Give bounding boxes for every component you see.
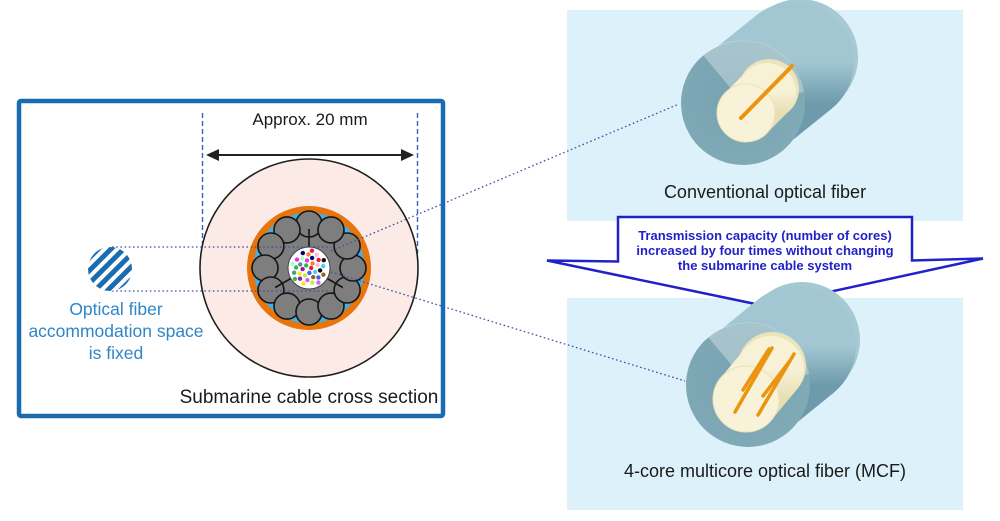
connector-to-mcf: [330, 271, 686, 382]
dimension-label: Approx. 20 mm: [252, 110, 368, 129]
down-arrow-callout: [546, 215, 984, 308]
optical-fiber-dot: [316, 280, 321, 285]
optical-fiber-dot: [309, 265, 314, 271]
fiber-bundle-dots: [290, 248, 326, 286]
optical-fiber-dot: [304, 263, 309, 268]
fiber-space-note-line: is fixed: [88, 343, 144, 363]
core-line: [733, 346, 774, 414]
mcf-fiber-label: 4-core multicore optical fiber (MCF): [623, 461, 907, 481]
hatched-space-icon: [88, 247, 132, 291]
optical-fiber-dot: [306, 252, 311, 257]
inner-cream-face: [712, 365, 780, 433]
optical-fiber-dot: [309, 255, 315, 261]
optical-fiber-dot: [310, 280, 315, 285]
cable-cross-section: [199, 158, 419, 378]
segment-divider: [274, 277, 292, 289]
callout-note: Transmission capacity (number of cores) …: [618, 228, 912, 273]
optical-fiber-dot: [316, 257, 321, 263]
optical-fiber-dot: [321, 272, 326, 277]
optical-fiber-dot: [297, 271, 302, 276]
optical-fiber-dot: [301, 281, 306, 286]
arrowhead-left-icon: [206, 149, 219, 161]
optical-fiber-dot: [290, 261, 295, 266]
mcf-fiber-illustration: [686, 282, 860, 447]
optical-fiber-dot: [312, 269, 318, 275]
optical-fiber-dot: [294, 257, 300, 262]
optical-fiber-dot: [316, 275, 321, 280]
conventional-fiber-label: Conventional optical fiber: [663, 182, 867, 202]
connector-lines: [112, 103, 686, 382]
fiber-space-note: Optical fiber accommodation space is fix…: [6, 298, 226, 364]
optical-fiber-dot: [300, 266, 305, 272]
optical-fiber-dot: [321, 258, 326, 263]
optical-fiber-dot: [315, 262, 320, 268]
optical-fiber-dot: [297, 276, 303, 281]
armor-wire: [317, 216, 345, 244]
optical-fiber-dot: [292, 276, 298, 282]
optical-fiber-dot: [300, 256, 305, 261]
armor-wire-ring: [251, 210, 367, 326]
optical-fiber-dot: [311, 274, 316, 280]
optical-fiber-dot: [305, 277, 310, 283]
mcf-core-lines: [733, 346, 796, 417]
optical-fiber-dot: [304, 258, 310, 263]
fiber-space-note-line: accommodation space: [28, 321, 204, 341]
optical-fiber-dot: [291, 270, 297, 275]
optical-fiber-dot: [298, 262, 303, 267]
optical-fiber-dot: [309, 248, 315, 253]
optical-fiber-dot: [293, 265, 299, 270]
arrowhead-right-icon: [401, 149, 414, 161]
callout-note-line: the submarine cable system: [677, 258, 853, 273]
optical-fiber-dot: [300, 250, 305, 256]
fiber-space-note-line: Optical fiber: [69, 299, 163, 319]
optical-fiber-dot: [307, 270, 312, 276]
single-core-line: [739, 64, 794, 120]
optical-fiber-dot: [317, 268, 323, 273]
cross-section-caption: Submarine cable cross section: [179, 387, 439, 408]
core-line: [761, 360, 791, 398]
optical-fiber-dot: [321, 263, 326, 269]
optical-fiber-dot: [302, 273, 308, 278]
conventional-fiber-illustration: [681, 0, 858, 165]
optical-fiber-dot: [310, 261, 315, 266]
optical-fiber-dot: [314, 252, 319, 257]
callout-note-line: increased by four times without changing: [636, 243, 894, 258]
core-line: [741, 347, 771, 392]
callout-note-line: Transmission capacity (number of cores): [638, 228, 892, 243]
segment-divider: [326, 277, 344, 289]
